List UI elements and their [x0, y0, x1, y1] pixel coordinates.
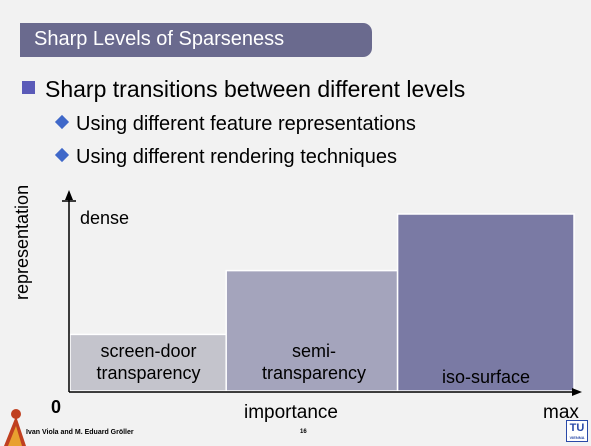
bar-label-line: iso-surface — [441, 367, 531, 387]
x-end-label: max — [543, 402, 579, 423]
bar-label-line: semi- — [292, 341, 336, 361]
x-axis-label: importance — [244, 402, 338, 423]
title-banner: Sharp Levels of Sparseness — [20, 23, 372, 57]
bar-label-line: transparency — [261, 363, 367, 383]
sub-bullet-1: Using different feature representations — [54, 113, 416, 136]
sub-bullet-2-text: Using different rendering techniques — [76, 146, 397, 168]
tu-logo-text: TU — [569, 422, 585, 434]
university-logo-icon — [4, 409, 26, 446]
bar-iso-surface — [396, 213, 575, 392]
sub-bullet-2: Using different rendering techniques — [54, 146, 397, 169]
x-start-label: 0 — [51, 397, 62, 417]
slide-title: Sharp Levels of Sparseness — [34, 28, 285, 50]
y-axis-arrow-icon — [65, 190, 73, 200]
page-number: 16 — [300, 429, 307, 435]
bar-screen-door-transparency — [69, 333, 227, 392]
bullet-main: Sharp transitions between different leve… — [22, 76, 465, 103]
y-axis-label: representation — [12, 184, 32, 300]
tu-vienna-logo-icon: TU VIENNA — [566, 420, 588, 442]
sub-bullet-1-text: Using different feature representations — [76, 113, 416, 135]
bar-label-line: transparency — [96, 363, 201, 383]
x-axis-arrow-icon — [572, 388, 582, 396]
bar-label-screen-door: screen-door transparency — [70, 340, 227, 384]
square-bullet-icon — [22, 81, 35, 94]
bullet-main-text: Sharp transitions between different leve… — [45, 76, 466, 102]
bar-semi-transparency — [225, 269, 399, 392]
tu-logo-subtext: VIENNA — [569, 435, 585, 440]
y-top-label: dense — [80, 208, 130, 228]
footer-authors: Ivan Viola and M. Eduard Gröller — [26, 429, 134, 436]
bar-label-iso-surface: iso-surface — [400, 366, 572, 388]
bar-label-semi-transparency: semi- transparency — [229, 340, 399, 384]
bar-label-line: screen-door — [100, 341, 197, 361]
